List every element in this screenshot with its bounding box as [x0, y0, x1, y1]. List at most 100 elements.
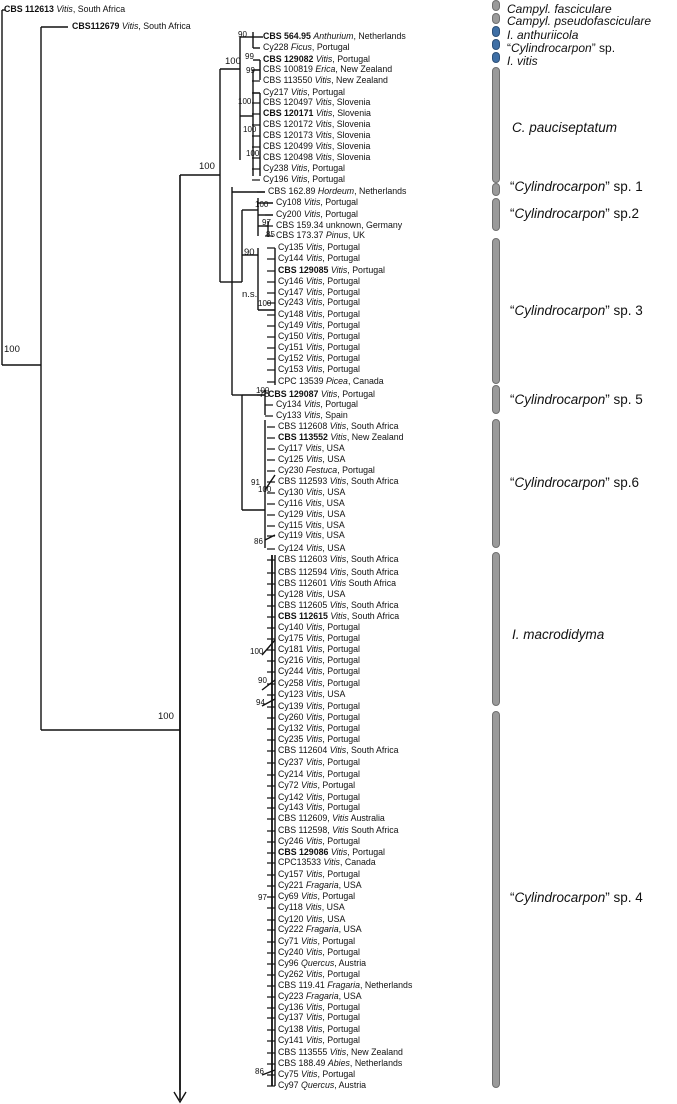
separator: , — [331, 97, 337, 107]
clade-taxon: Cylindrocarpon — [511, 41, 592, 55]
taxon-label: Cy260 Vitis, Portugal — [278, 712, 360, 722]
locality: Netherlands — [364, 980, 413, 990]
host-name: Quercus — [301, 958, 335, 968]
strain-id: Cy117 — [278, 443, 303, 453]
clade-taxon: Cylindrocarpon — [514, 890, 606, 905]
bootstrap-value: 100 — [246, 149, 260, 158]
locality: Portugal — [327, 792, 361, 802]
host-name: Vitis — [303, 399, 321, 409]
separator: , — [322, 689, 328, 699]
separator: , — [346, 600, 352, 610]
clade-name: I. vitis — [507, 55, 538, 68]
taxon-label: CBS 162.89 Hordeum, Netherlands — [268, 186, 406, 196]
host-name: Anthurium — [313, 31, 354, 41]
taxon-label: Cy258 Vitis, Portugal — [278, 678, 360, 688]
separator: , — [322, 1002, 328, 1012]
host-name: Vitis — [305, 678, 323, 688]
clade-bar — [492, 26, 500, 37]
bootstrap-value: 75 — [259, 389, 270, 400]
taxon-label: Cy119 Vitis, USA — [278, 530, 345, 540]
separator: , — [346, 476, 352, 486]
taxon-label: Cy108 Vitis, Portugal — [276, 197, 358, 207]
taxon-label: Cy144 Vitis, Portugal — [278, 253, 360, 263]
strain-id: CBS 112603 — [278, 554, 328, 564]
separator: , — [322, 712, 328, 722]
strain-id: CBS 112593 — [278, 476, 328, 486]
strain-id: CBS 112615 — [278, 611, 328, 621]
separator: , — [322, 276, 328, 286]
separator: , — [320, 399, 326, 409]
separator: , — [322, 543, 328, 553]
separator: , — [321, 530, 327, 540]
strain-id: Cy214 — [278, 769, 304, 779]
taxon-label: CBS 120173 Vitis, Slovenia — [263, 130, 370, 140]
taxon-label: CBS 188.49 Abies, Netherlands — [278, 1058, 402, 1068]
locality: USA — [326, 902, 345, 912]
separator: , — [346, 611, 352, 621]
locality: Portugal — [327, 1035, 361, 1045]
host-name: Vitis — [121, 21, 139, 31]
separator: , — [346, 1047, 352, 1057]
locality: UK — [352, 230, 366, 240]
host-name: Vitis — [305, 287, 323, 297]
taxon-label: CBS 112593 Vitis, South Africa — [278, 476, 398, 486]
separator: , — [321, 443, 327, 453]
clade-suffix: ” sp. — [591, 41, 616, 55]
locality: Portugal — [327, 253, 361, 263]
locality: South Africa — [351, 421, 399, 431]
host-name: Vitis — [305, 633, 323, 643]
strain-id: Cy119 — [278, 530, 303, 540]
taxon-label: CBS 112601 Vitis South Africa — [278, 578, 396, 588]
clade-taxon: Campyl. fasciculare — [507, 2, 612, 16]
host-name: Vitis — [301, 780, 318, 790]
locality: South Africa — [143, 21, 191, 31]
clade-name: “Cylindrocarpon” sp. 4 — [510, 890, 643, 905]
host-name: Vitis — [305, 443, 322, 453]
host-name: Vitis — [332, 813, 349, 823]
host-name: Vitis — [56, 4, 73, 14]
locality: Slovenia — [336, 119, 371, 129]
separator: , — [322, 869, 328, 879]
bootstrap-value: n.s. — [242, 289, 258, 300]
bootstrap-value: 91 — [251, 478, 260, 487]
host-name: Vitis — [305, 769, 323, 779]
taxon-label: CBS 112613 Vitis, South Africa — [4, 4, 125, 14]
clade-name: “Cylindrocarpon” sp. 5 — [510, 393, 643, 407]
locality: Portugal — [327, 309, 361, 319]
bootstrap-value: 100 — [238, 97, 252, 106]
separator: , — [322, 253, 328, 263]
host-name: Vitis — [290, 174, 308, 184]
host-name: Vitis — [329, 567, 347, 577]
strain-id: Cy243 — [278, 297, 304, 307]
clade-name: “Cylindrocarpon” sp. 3 — [510, 303, 643, 318]
strain-id: Cy108 — [276, 197, 302, 207]
strain-id: Cy262 — [278, 969, 304, 979]
locality: Netherlands — [354, 1058, 403, 1068]
clade-prefix: “ — [510, 890, 515, 905]
host-name: Vitis — [305, 487, 323, 497]
taxon-label: CBS 112608 Vitis, South Africa — [278, 421, 398, 431]
bootstrap-value: 94 — [256, 698, 265, 707]
clade-name: I. macrodidyma — [512, 628, 604, 642]
taxon-label: Cy196 Vitis, Portugal — [263, 174, 345, 184]
separator: , — [347, 265, 353, 275]
host-name: Vitis — [330, 847, 348, 857]
host-name: Vitis — [305, 253, 323, 263]
strain-id: CBS 112613 — [4, 4, 54, 14]
taxon-label: Cy152 Vitis, Portugal — [278, 353, 360, 363]
taxon-label: Cy243 Vitis, Portugal — [278, 297, 360, 307]
taxon-label: Cy139 Vitis, Portugal — [278, 701, 360, 711]
locality: Austria — [338, 958, 367, 968]
locality: Portugal — [322, 1069, 356, 1079]
strain-id: CBS 129082 — [263, 54, 314, 64]
separator: , — [317, 936, 323, 946]
bootstrap-value: 100 — [255, 200, 269, 209]
separator: , — [322, 589, 328, 599]
host-name: Vitis — [305, 734, 323, 744]
host-name: Vitis — [329, 421, 347, 431]
clade-suffix: ” sp. 3 — [605, 303, 643, 318]
taxon-label: Cy262 Vitis, Portugal — [278, 969, 360, 979]
taxon-label: CBS 129087 Vitis, Portugal — [268, 389, 375, 399]
locality: Portugal — [325, 209, 359, 219]
clade-taxon: C. pauciseptatum — [512, 120, 618, 135]
